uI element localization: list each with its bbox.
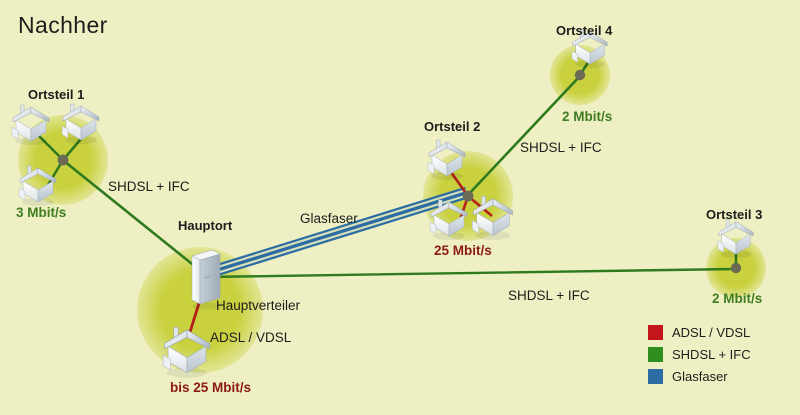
speed-ortsteil3: 2 Mbit/s [712, 291, 763, 306]
speed-hauptort: bis 25 Mbit/s [170, 380, 252, 395]
speed-ortsteil1: 3 Mbit/s [16, 205, 67, 220]
link-label-ortsteil2-ortsteil4: SHDSL + IFC [520, 140, 602, 155]
site-ortsteil3 [717, 219, 754, 274]
legend-swatch-glasfaser [648, 368, 663, 384]
legend: ADSL / VDSL SHDSL + IFC Glasfaser [648, 322, 751, 388]
legend-label-adsl: ADSL / VDSL [672, 324, 751, 340]
site-ortsteil4 [571, 29, 608, 81]
legend-item-adsl[interactable]: ADSL / VDSL [648, 322, 751, 342]
site-ortsteil1 [11, 103, 100, 207]
node-label-hauptverteiler: Hauptverteiler [216, 298, 301, 313]
site-label-ortsteil1: Ortsteil 1 [28, 87, 85, 102]
link-label-hauptort-ortsteil3: SHDSL + IFC [508, 288, 590, 303]
site-ortsteil2 [427, 139, 513, 241]
page-title: Nachher [18, 12, 108, 38]
node-ortsteil1[interactable] [57, 154, 69, 166]
speed-ortsteil2: 25 Mbit/s [434, 243, 492, 258]
legend-swatch-shdsl [648, 346, 663, 362]
link-hauptort-ortsteil3[interactable] [204, 267, 737, 279]
node-ortsteil4[interactable] [574, 69, 586, 81]
legend-swatch-adsl [648, 324, 663, 340]
legend-item-shdsl[interactable]: SHDSL + IFC [648, 344, 751, 364]
node-ortsteil3[interactable] [730, 262, 742, 274]
legend-label-shdsl: SHDSL + IFC [672, 346, 751, 362]
site-label-ortsteil2: Ortsteil 2 [424, 119, 481, 134]
link-hauptort-ortsteil1[interactable] [62, 159, 204, 274]
site-label-ortsteil3: Ortsteil 3 [706, 207, 763, 222]
legend-item-glasfaser[interactable]: Glasfaser [648, 366, 751, 386]
link-label-glasfaser: Glasfaser [300, 211, 358, 226]
site-hauptort [162, 249, 221, 379]
legend-label-glasfaser: Glasfaser [672, 368, 728, 384]
house-icon [11, 104, 50, 146]
link-hauptort-ortsteil2[interactable] [203, 186, 467, 281]
speed-ortsteil4: 2 Mbit/s [562, 109, 613, 124]
link-label-adsl-vdsl: ADSL / VDSL [210, 330, 292, 345]
site-label-hauptort: Hauptort [178, 218, 233, 233]
trunk-links [62, 74, 737, 281]
link-ortsteil2-ortsteil4[interactable] [464, 74, 582, 199]
site-label-ortsteil4: Ortsteil 4 [556, 23, 613, 38]
node-ortsteil2[interactable] [462, 190, 474, 202]
link-label-hauptort-ortsteil1: SHDSL + IFC [108, 179, 190, 194]
